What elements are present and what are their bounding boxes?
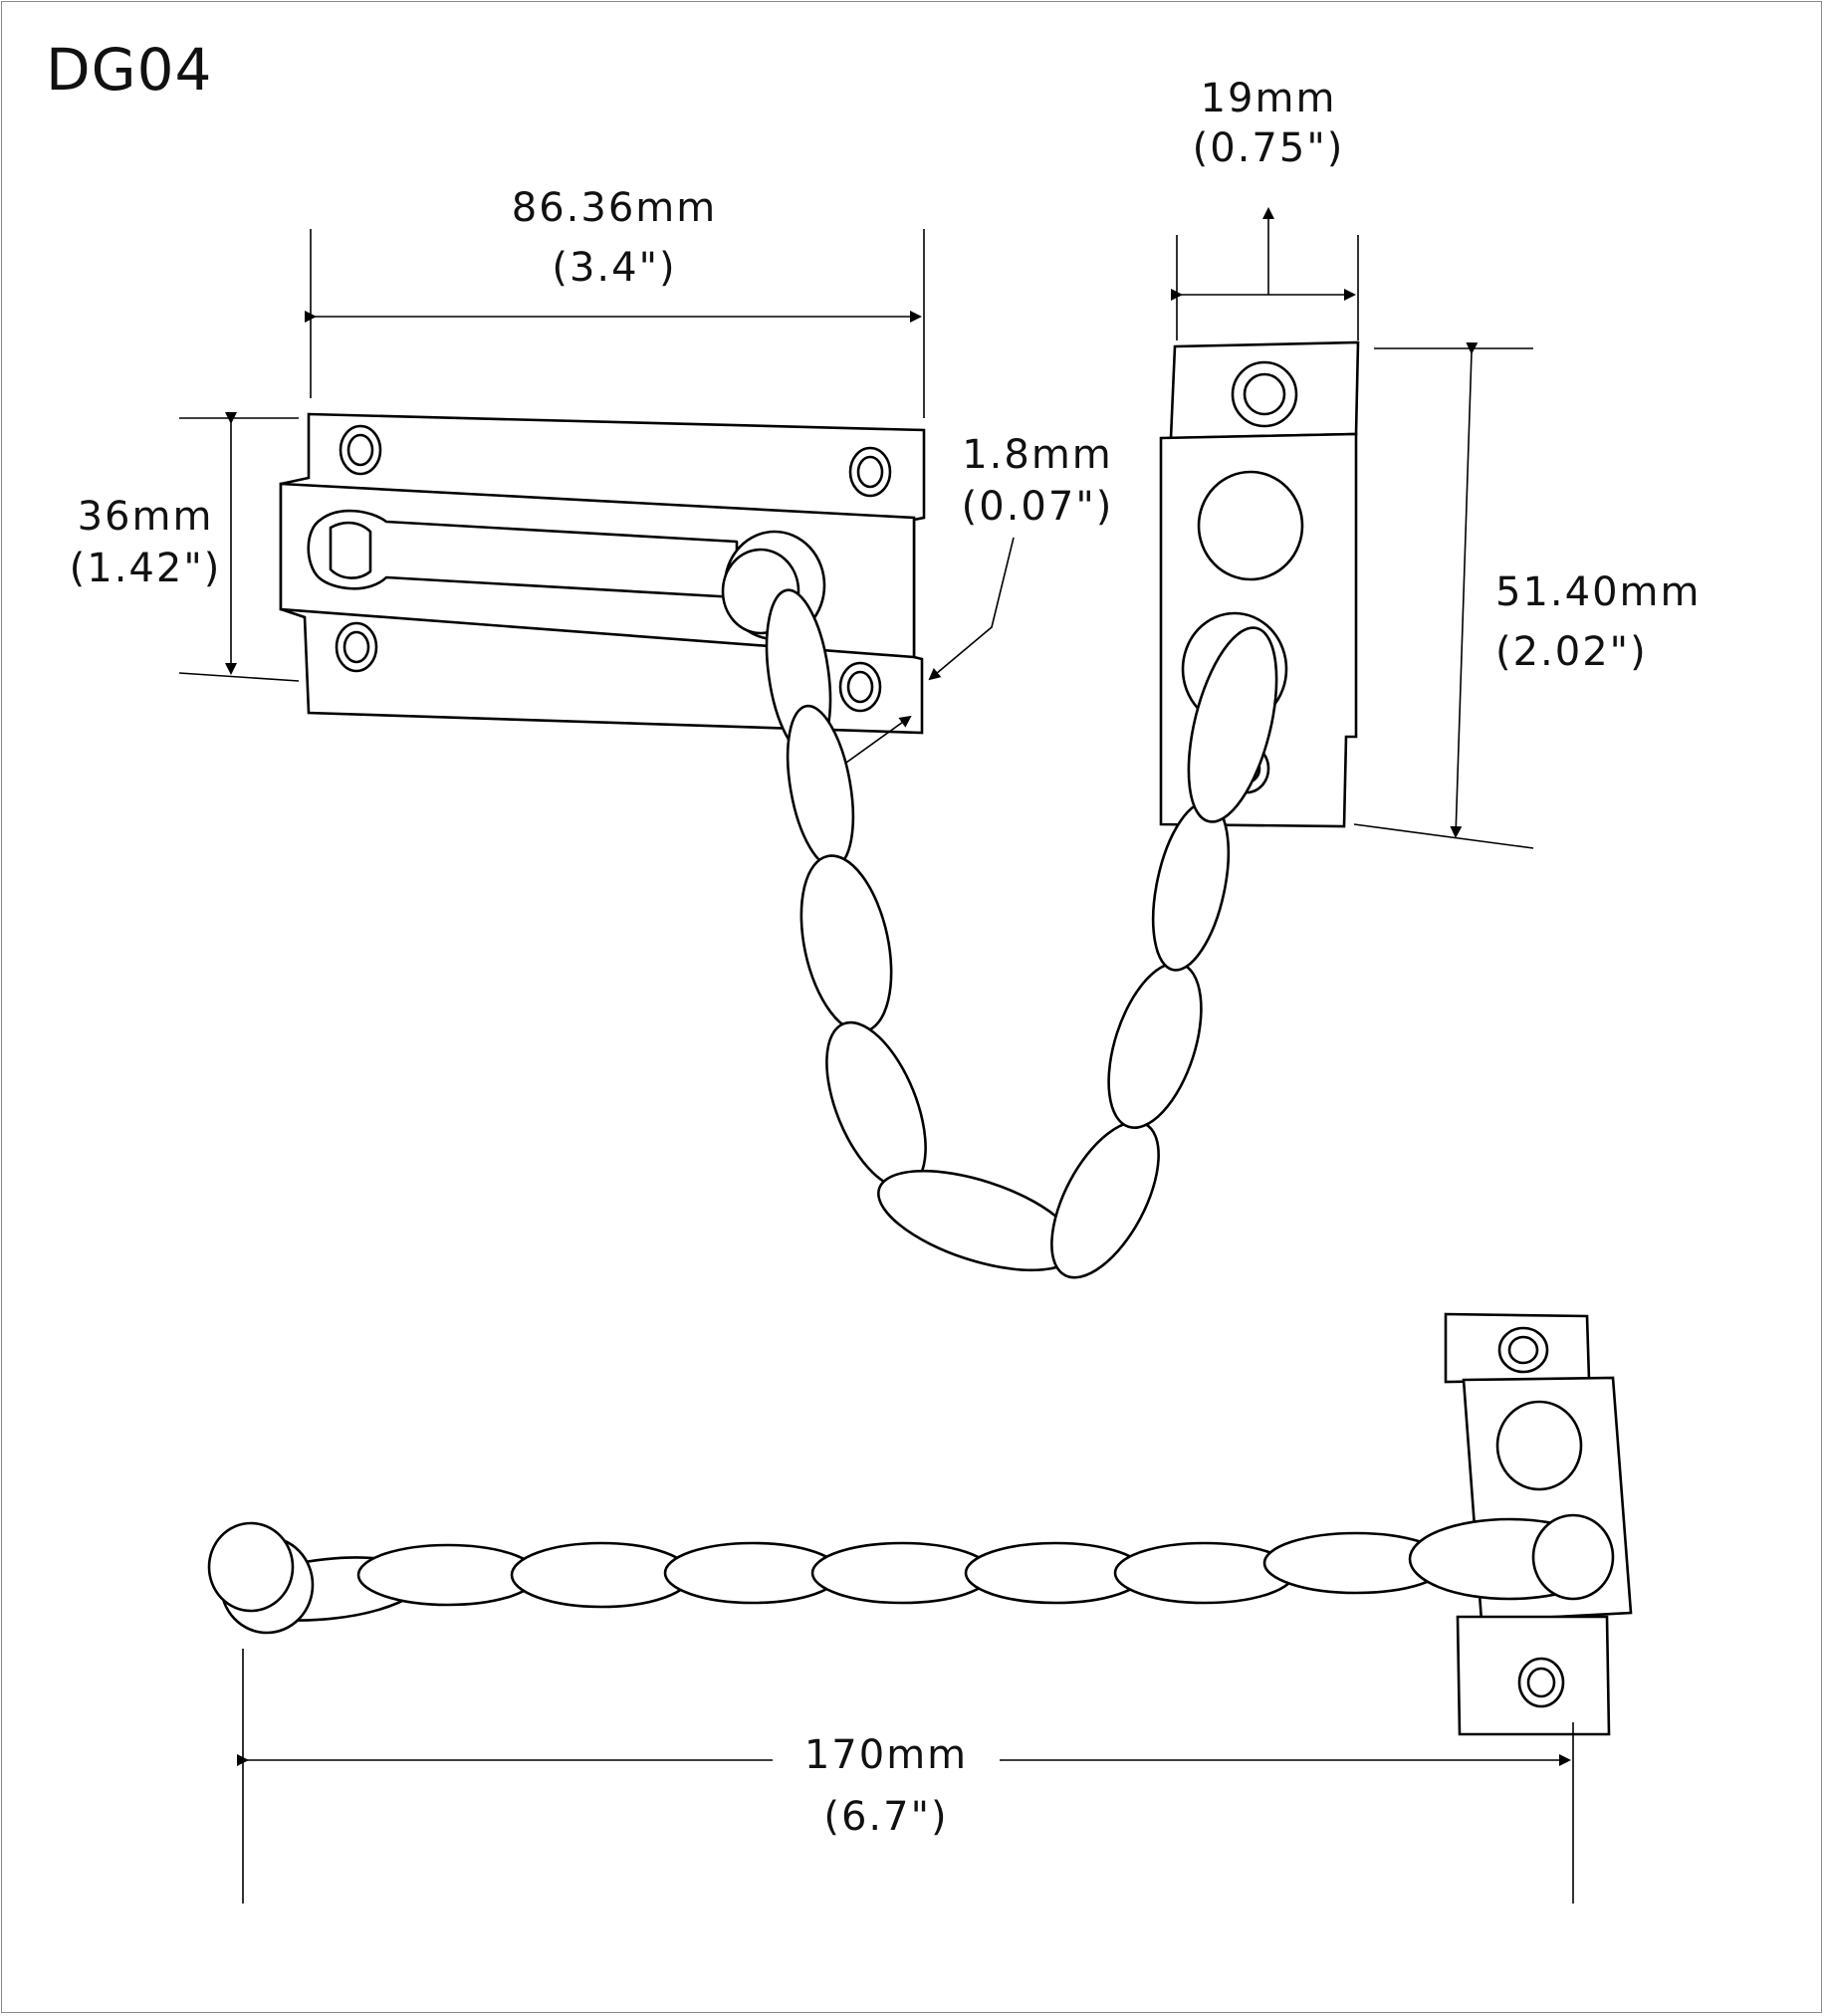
slide-plate (279, 412, 926, 735)
plate-height-metric: 36mm (78, 494, 214, 540)
keeper-width-metric: 19mm (1201, 76, 1337, 121)
dimension-labels: 86.36mm (3.4") 36mm (1.42") 1.8mm (0.07"… (70, 76, 1701, 1840)
keeper-width-imperial: (0.75") (1193, 125, 1345, 171)
hanging-chain (765, 588, 1278, 1279)
chain-length-imperial: (6.7") (823, 1794, 948, 1840)
dimension-lines (178, 207, 1574, 1904)
chain-length-metric: 170mm (804, 1732, 968, 1778)
keeper-height-imperial: (2.02") (1495, 629, 1648, 675)
plate-height-imperial: (1.42") (70, 546, 222, 591)
plate-width-metric: 86.36mm (512, 185, 717, 231)
keeper-height-metric: 51.40mm (1495, 569, 1701, 615)
plate-thickness-imperial: (0.07") (962, 484, 1114, 530)
extended-chain-assembly (207, 1312, 1633, 1736)
plate-width-imperial: (3.4") (552, 245, 676, 291)
plate-thickness-metric: 1.8mm (962, 432, 1113, 478)
model-title: DG04 (46, 36, 212, 104)
